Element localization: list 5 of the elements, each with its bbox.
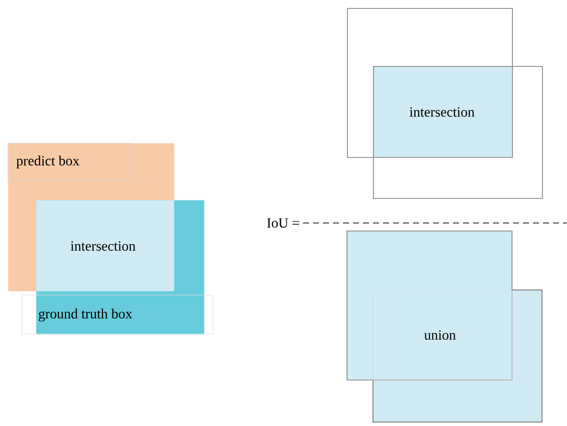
outline-box xyxy=(373,66,543,199)
intersection-box: intersection xyxy=(373,66,512,158)
formula-label: IoU = xyxy=(267,218,300,228)
outline-box xyxy=(347,8,513,158)
intersection-box: intersection xyxy=(36,200,174,292)
